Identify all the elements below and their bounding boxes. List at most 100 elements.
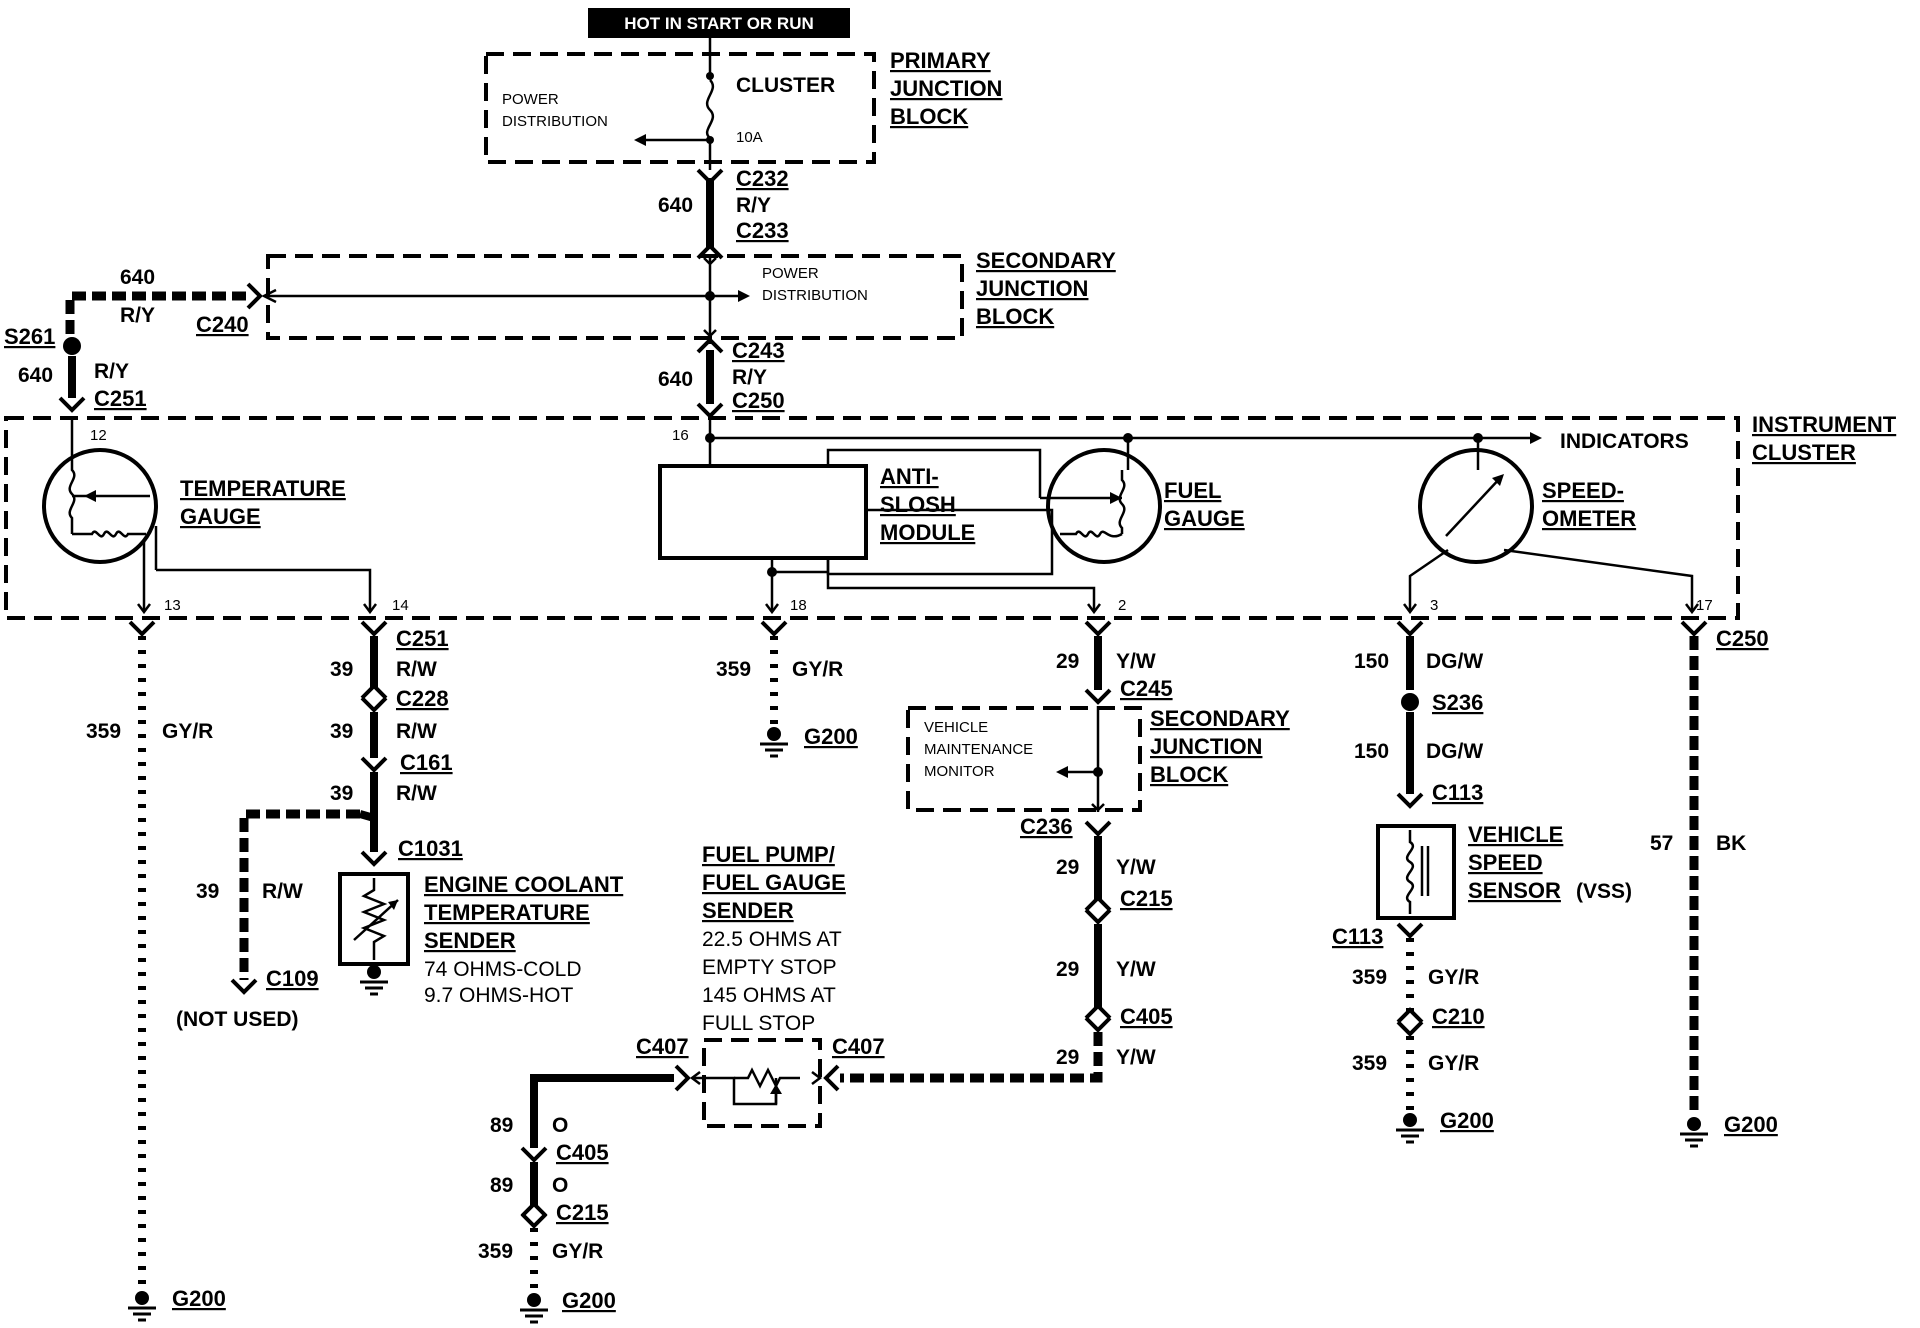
- wire-dgw-label-1: DG/W: [1426, 650, 1483, 673]
- ground-g200-3: [518, 1291, 550, 1324]
- primary-junction-block-title: PRIMARY JUNCTION BLOCK: [890, 48, 1002, 129]
- ground-g200-label-5: G200: [1724, 1112, 1778, 1137]
- wire-29-label-3: 29: [1056, 958, 1079, 981]
- wire-gyr-label-2: GY/R: [792, 658, 843, 681]
- connector-c251-top: C251: [94, 386, 147, 411]
- connector-c405-mid: C405: [1120, 1004, 1173, 1029]
- wire-359-label-2: 359: [716, 658, 751, 681]
- connector-c405-bottom: C405: [556, 1140, 609, 1165]
- wire-359-label-4: 359: [1352, 966, 1387, 989]
- fuel-sender-spec-3: 145 OHMS AT: [702, 984, 836, 1007]
- svg-text:BLOCK: BLOCK: [890, 104, 968, 129]
- wire-359-label-3: 359: [478, 1240, 513, 1263]
- wire-ry-label-2: R/Y: [732, 366, 767, 389]
- connector-c228: C228: [396, 686, 449, 711]
- svg-text:SECONDARY: SECONDARY: [1150, 706, 1290, 731]
- svg-text:FUEL PUMP/: FUEL PUMP/: [702, 842, 835, 867]
- wire-29-label-4: 29: [1056, 1046, 1079, 1069]
- ground-g200-4: [1394, 1111, 1426, 1144]
- secondary-power-distribution-label: POWER: [762, 265, 819, 282]
- ground-g200-5: [1678, 1115, 1710, 1148]
- svg-text:FUEL GAUGE: FUEL GAUGE: [702, 870, 846, 895]
- pin-12: 12: [90, 427, 107, 444]
- svg-text:CLUSTER: CLUSTER: [1752, 440, 1856, 465]
- vss-suffix: (VSS): [1576, 880, 1632, 903]
- wire-89-label-2: 89: [490, 1174, 513, 1197]
- pin-17: 17: [1696, 597, 1713, 614]
- wire-yw-label-1: Y/W: [1116, 650, 1156, 673]
- connector-c233: C233: [736, 218, 789, 243]
- connector-c251-bottom: C251: [396, 626, 449, 651]
- wire-39-label-2: 39: [330, 720, 353, 743]
- svg-text:SPEED: SPEED: [1468, 850, 1543, 875]
- wire-yw-label-4: Y/W: [1116, 1046, 1156, 1069]
- vmm-label: VEHICLE: [924, 719, 988, 736]
- connector-c215-bottom: C215: [556, 1200, 609, 1225]
- pin-13: 13: [164, 597, 181, 614]
- temperature-gauge: [42, 448, 158, 564]
- connector-c236: C236: [1020, 814, 1073, 839]
- secondary-power-distribution-label-2: DISTRIBUTION: [762, 287, 868, 304]
- fuel-sender-spec-2: EMPTY STOP: [702, 956, 837, 979]
- fuel-sender-spec-4: FULL STOP: [702, 1012, 815, 1035]
- primary-junction-block: [484, 52, 876, 164]
- wire-150-label-2: 150: [1354, 740, 1389, 763]
- top-banner: [588, 8, 850, 38]
- wire-dgw-label-2: DG/W: [1426, 740, 1483, 763]
- wire-89-label-1: 89: [490, 1114, 513, 1137]
- speedometer-label: SPEED-: [1542, 478, 1624, 503]
- anti-slosh-label-2: SLOSH: [880, 492, 956, 517]
- wire-yw-label-3: Y/W: [1116, 958, 1156, 981]
- wire-ry-label-1: R/Y: [736, 194, 771, 217]
- anti-slosh-label-3: MODULE: [880, 520, 975, 545]
- indicators-label: INDICATORS: [1560, 430, 1689, 453]
- svg-text:JUNCTION: JUNCTION: [1150, 734, 1262, 759]
- wire-ry-label-c240: R/Y: [120, 304, 155, 327]
- ground-g200-label-4: G200: [1440, 1108, 1494, 1133]
- wire-bk-label: BK: [1716, 832, 1746, 855]
- connector-c240: C240: [196, 312, 249, 337]
- svg-text:INSTRUMENT: INSTRUMENT: [1752, 412, 1897, 437]
- wire-640-label-s261: 640: [18, 364, 53, 387]
- primary-power-distribution-label-2: DISTRIBUTION: [502, 113, 608, 130]
- engine-coolant-temp-sender: [338, 872, 410, 966]
- vss-title: VEHICLE SPEED SENSOR: [1468, 822, 1563, 903]
- svg-text:SENDER: SENDER: [702, 898, 794, 923]
- fuel-gauge-label-2: GAUGE: [1164, 506, 1245, 531]
- wire-29-label-1: 29: [1056, 650, 1079, 673]
- connector-c407-right: C407: [832, 1034, 885, 1059]
- wire-39-label-3: 39: [330, 782, 353, 805]
- cluster-fuse-label: CLUSTER: [736, 74, 835, 97]
- wire-57-label: 57: [1650, 832, 1673, 855]
- wire-ry-label-s261: R/Y: [94, 360, 129, 383]
- fuel-gauge-label: FUEL: [1164, 478, 1221, 503]
- svg-text:ENGINE COOLANT: ENGINE COOLANT: [424, 872, 624, 897]
- instrument-cluster-title: INSTRUMENT CLUSTER: [1752, 412, 1897, 465]
- ect-sender-title: ENGINE COOLANT TEMPERATURE SENDER: [424, 872, 624, 953]
- primary-power-distribution-label: POWER: [502, 91, 559, 108]
- fuel-sender-spec-1: 22.5 OHMS AT: [702, 928, 842, 951]
- wire-640-label-1: 640: [658, 194, 693, 217]
- ect-spec-hot: 9.7 OHMS-HOT: [424, 984, 574, 1007]
- svg-text:TEMPERATURE: TEMPERATURE: [424, 900, 590, 925]
- pin-3: 3: [1430, 597, 1438, 614]
- svg-text:SENDER: SENDER: [424, 928, 516, 953]
- svg-text:BLOCK: BLOCK: [976, 304, 1054, 329]
- svg-text:VEHICLE: VEHICLE: [1468, 822, 1563, 847]
- speedometer-label-2: OMETER: [1542, 506, 1636, 531]
- top-banner-text: HOT IN START OR RUN: [624, 14, 814, 33]
- connector-c232: C232: [736, 166, 789, 191]
- svg-text:JUNCTION: JUNCTION: [976, 276, 1088, 301]
- speedometer: [1418, 448, 1534, 564]
- ground-g200-label-2: G200: [804, 724, 858, 749]
- connector-c250-top: C250: [732, 388, 785, 413]
- pin-14: 14: [392, 597, 409, 614]
- wire-39-label-1: 39: [330, 658, 353, 681]
- splice-s236: [1401, 693, 1419, 711]
- wire-359-label-1: 359: [86, 720, 121, 743]
- temperature-gauge-label-2: GAUGE: [180, 504, 261, 529]
- fuel-sender-title: FUEL PUMP/ FUEL GAUGE SENDER: [702, 842, 846, 923]
- wire-gyr-label-5: GY/R: [1428, 1052, 1479, 1075]
- svg-text:SENSOR: SENSOR: [1468, 878, 1561, 903]
- ground-g200-2: [758, 725, 790, 758]
